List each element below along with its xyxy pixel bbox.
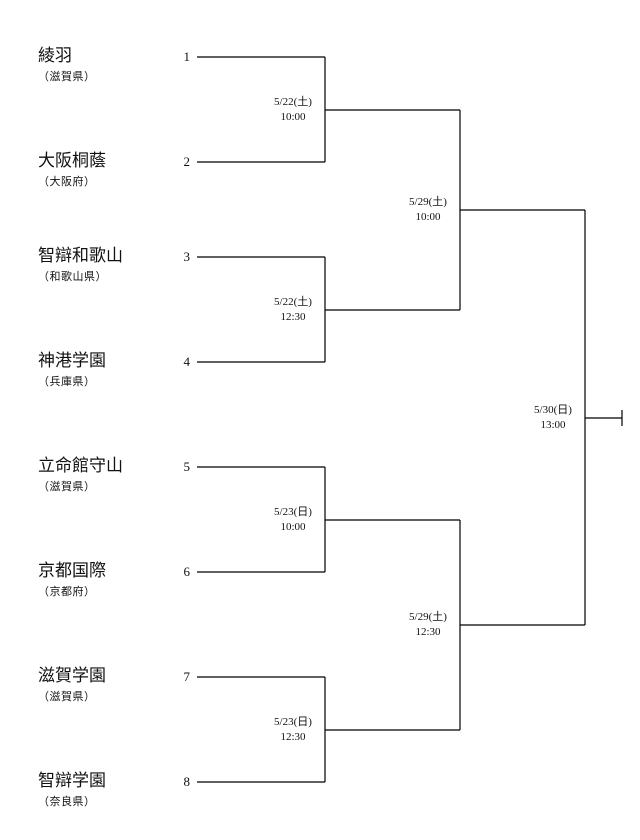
match-date: 5/29(土) [409,196,447,208]
team-name-2: 大阪桐蔭 [38,151,106,170]
match-time: 12:30 [280,730,306,743]
team-prefecture-7: （滋賀県） [38,690,96,703]
match-label-semifinal1: 5/29(土) 10:00 [399,195,457,225]
team-slot-6: 京都国際 （京都府） [38,561,150,599]
team-slot-1: 綾羽 （滋賀県） [38,46,150,84]
match-time: 10:00 [415,210,441,223]
seed-number-6: 6 [183,564,191,579]
team-name-3: 智辯和歌山 [38,246,123,265]
seed-number-7: 7 [183,669,191,684]
match-date: 5/22(土) [274,296,312,308]
match-label-round1-game4: 5/23(日) 12:30 [264,715,322,745]
match-label-round1-game3: 5/23(日) 10:00 [264,505,322,535]
match-label-semifinal2: 5/29(土) 12:30 [399,610,457,640]
match-date: 5/29(土) [409,611,447,623]
team-prefecture-3: （和歌山県） [38,270,107,283]
team-name-6: 京都国際 [38,561,106,580]
team-name-8: 智辯学園 [38,771,106,790]
match-time: 12:30 [280,310,306,323]
team-name-1: 綾羽 [38,46,72,65]
match-time: 10:00 [280,520,306,533]
match-date: 5/30(日) [534,404,572,416]
seed-number-1: 1 [183,49,191,64]
match-label-final: 5/30(日) 13:00 [524,403,582,433]
team-slot-4: 神港学園 （兵庫県） [38,351,150,389]
team-prefecture-1: （滋賀県） [38,70,96,83]
team-slot-7: 滋賀学園 （滋賀県） [38,666,150,704]
seed-number-5: 5 [183,459,191,474]
seed-number-2: 2 [183,154,191,169]
team-slot-5: 立命館守山 （滋賀県） [38,456,150,494]
team-prefecture-6: （京都府） [38,585,96,598]
team-name-5: 立命館守山 [38,456,123,475]
seed-number-4: 4 [183,354,191,369]
team-prefecture-4: （兵庫県） [38,375,96,388]
match-date: 5/23(日) [274,716,312,728]
team-prefecture-5: （滋賀県） [38,480,96,493]
match-time: 12:30 [415,625,441,638]
match-time: 13:00 [540,418,566,431]
match-time: 10:00 [280,110,306,123]
team-slot-2: 大阪桐蔭 （大阪府） [38,151,150,189]
match-date: 5/22(土) [274,96,312,108]
team-name-4: 神港学園 [38,351,106,370]
match-label-round1-game2: 5/22(土) 12:30 [264,295,322,325]
match-label-round1-game1: 5/22(土) 10:00 [264,95,322,125]
team-slot-8: 智辯学園 （奈良県） [38,771,150,809]
team-prefecture-2: （大阪府） [38,175,96,188]
seed-number-8: 8 [183,774,191,789]
team-prefecture-8: （奈良県） [38,795,96,808]
bracket-line-path [197,56,623,783]
team-slot-3: 智辯和歌山 （和歌山県） [38,246,150,284]
seed-number-3: 3 [183,249,191,264]
team-name-7: 滋賀学園 [38,666,106,685]
match-date: 5/23(日) [274,506,312,518]
